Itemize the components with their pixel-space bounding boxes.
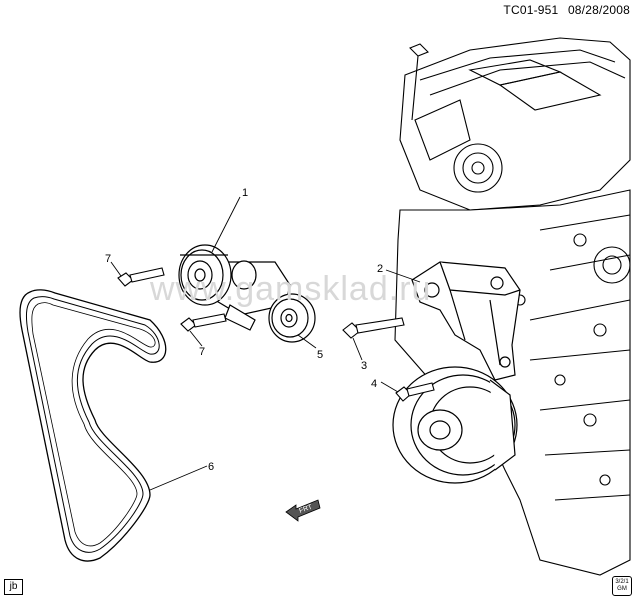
idler-pulley — [268, 293, 316, 343]
callout-1: 1 — [242, 187, 248, 199]
diagram-code: TC01-951 — [503, 3, 559, 17]
callout-labels: 1 2 3 4 5 6 7 7 — [105, 187, 383, 473]
callout-7a: 7 — [105, 253, 111, 265]
crankshaft-balancer — [392, 366, 518, 484]
callout-6: 6 — [208, 461, 214, 473]
diagram-header: TC01-951 08/28/2008 — [503, 3, 630, 17]
serpentine-belt — [19, 289, 167, 562]
callout-7b: 7 — [199, 346, 205, 358]
leader-lines — [110, 196, 421, 491]
info-icon: 3/2/1 GM — [612, 576, 632, 596]
mounting-bracket — [411, 261, 521, 381]
front-arrow-label: FRT — [298, 503, 314, 514]
bolts — [117, 267, 435, 402]
diagram-date: 08/28/2008 — [567, 3, 630, 17]
callout-5: 5 — [317, 349, 323, 361]
callout-2: 2 — [377, 263, 383, 275]
belt-tensioner — [178, 244, 291, 331]
watermark-text: www.gamsklad.ru — [149, 270, 431, 308]
callout-4: 4 — [371, 378, 377, 390]
author-tag: jb — [4, 579, 23, 595]
callout-3: 3 — [361, 360, 367, 372]
front-direction-indicator: FRT — [285, 499, 321, 522]
